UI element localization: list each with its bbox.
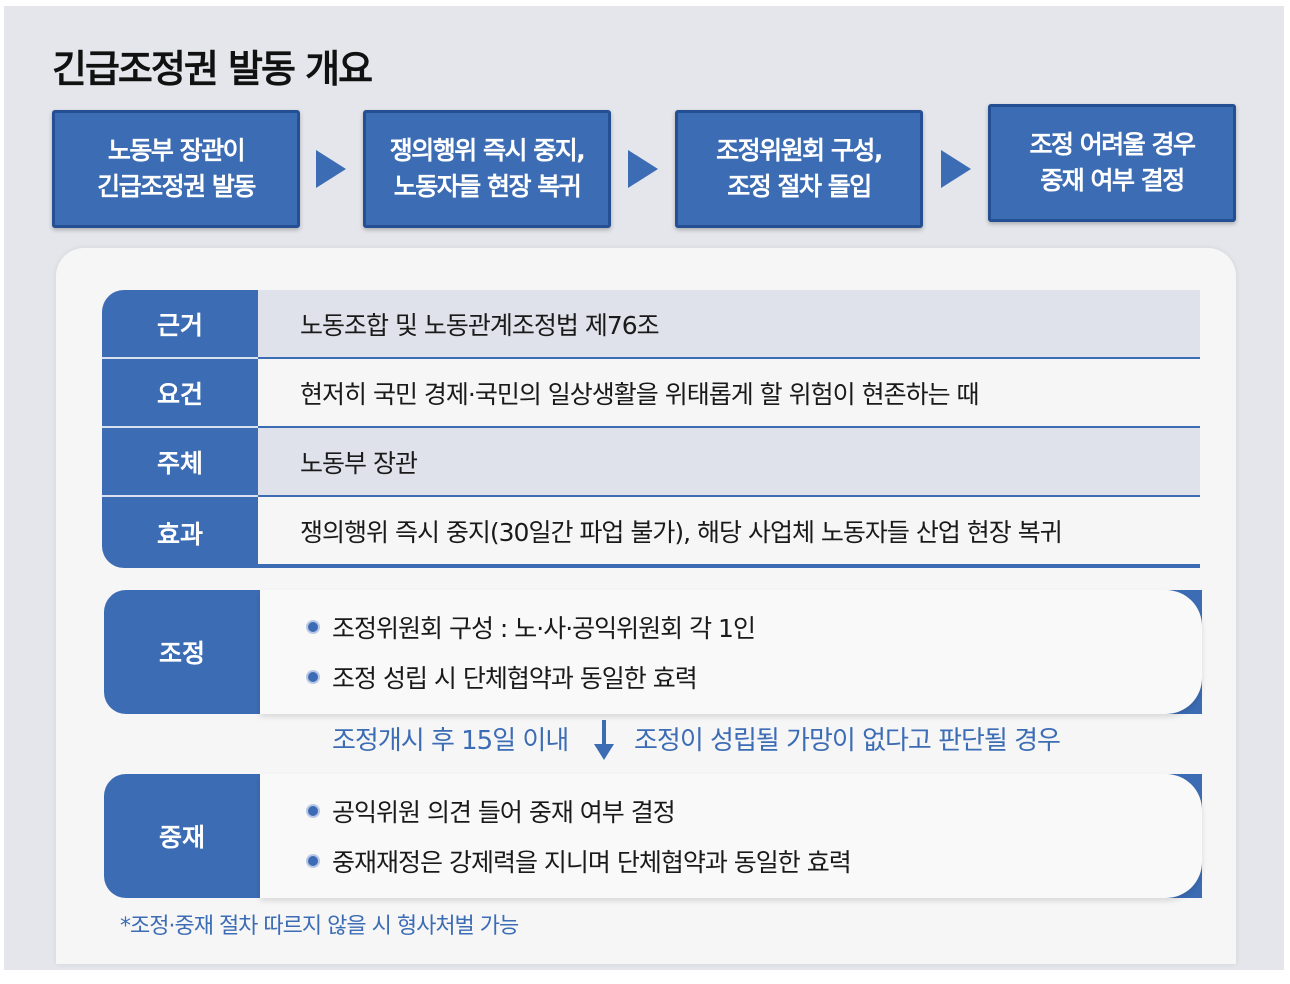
arbitration-body: 공익위원 의견 들어 중재 여부 결정 중재재정은 강제력을 지니며 단체협약과…: [260, 774, 1202, 898]
row-value: 현저히 국민 경제·국민의 일상생활을 위태롭게 할 위험이 현존하는 때: [258, 359, 1200, 428]
arbitration-item: 중재재정은 강제력을 지니며 단체협약과 동일한 효력: [332, 848, 852, 877]
table-row: 효과 쟁의행위 즉시 중지(30일간 파업 불가), 해당 사업체 노동자들 산…: [102, 497, 1200, 568]
row-label: 주체: [102, 428, 258, 497]
mediation-box: 조정 조정위원회 구성 : 노·사·공익위원회 각 1인 조정 성립 시 단체협…: [104, 590, 1202, 714]
step-label-1: 노동부 장관이 긴급조정권 발동: [97, 136, 256, 201]
arbitration-box: 중재 공익위원 의견 들어 중재 여부 결정 중재재정은 강제력을 지니며 단체…: [104, 774, 1202, 898]
list-item: 조정위원회 구성 : 노·사·공익위원회 각 1인: [306, 609, 1202, 645]
step-label-2: 쟁의행위 즉시 중지, 노동자들 현장 복귀: [389, 136, 586, 201]
mediation-label: 조정: [158, 639, 205, 668]
bullet-dot-icon: [306, 804, 320, 818]
connector-right-text: 조정이 성립될 가망이 없다고 판단될 경우: [634, 726, 1061, 756]
step-box-1: 노동부 장관이 긴급조정권 발동: [52, 110, 300, 228]
footnote: *조정·중재 절차 따르지 않을 시 형사처벌 가능: [120, 914, 519, 939]
arrow-down-icon: [594, 720, 614, 760]
step-box-4: 조정 어려울 경우 중재 여부 결정: [988, 104, 1236, 222]
row-label: 효과: [156, 519, 203, 549]
arrow-right-icon: [316, 150, 346, 188]
row-label: 근거: [102, 290, 258, 359]
table-row: 주체 노동부 장관: [102, 428, 1200, 497]
mediation-item: 조정 성립 시 단체협약과 동일한 효력: [332, 664, 698, 693]
bullet-dot-icon: [306, 670, 320, 684]
row-value: 쟁의행위 즉시 중지(30일간 파업 불가), 해당 사업체 노동자들 산업 현…: [258, 497, 1200, 568]
arbitration-label: 중재: [158, 823, 205, 852]
mediation-item: 조정위원회 구성 : 노·사·공익위원회 각 1인: [332, 614, 756, 643]
list-item: 공익위원 의견 들어 중재 여부 결정: [306, 793, 1202, 829]
list-item: 조정 성립 시 단체협약과 동일한 효력: [306, 659, 1202, 695]
connector-left-text: 조정개시 후 15일 이내: [332, 726, 569, 756]
bullet-dot-icon: [306, 854, 320, 868]
row-label: 요건: [102, 359, 258, 428]
step-label-3: 조정위원회 구성, 조정 절차 돌입: [716, 136, 883, 201]
page-title: 긴급조정권 발동 개요: [52, 47, 373, 91]
arrow-right-icon: [628, 150, 658, 188]
arbitration-item: 공익위원 의견 들어 중재 여부 결정: [332, 798, 676, 827]
step-label-4: 조정 어려울 경우 중재 여부 결정: [1029, 130, 1196, 195]
row-value: 노동조합 및 노동관계조정법 제76조: [258, 290, 1200, 359]
mediation-body: 조정위원회 구성 : 노·사·공익위원회 각 1인 조정 성립 시 단체협약과 …: [260, 590, 1202, 714]
bullet-dot-icon: [306, 620, 320, 634]
row-value: 노동부 장관: [258, 428, 1200, 497]
arrow-right-icon: [941, 150, 971, 188]
table-row: 요건 현저히 국민 경제·국민의 일상생활을 위태롭게 할 위험이 현존하는 때: [102, 359, 1200, 428]
list-item: 중재재정은 강제력을 지니며 단체협약과 동일한 효력: [306, 843, 1202, 879]
info-table: 근거 노동조합 및 노동관계조정법 제76조 요건 현저히 국민 경제·국민의 …: [102, 290, 1200, 568]
step-box-3: 조정위원회 구성, 조정 절차 돌입: [675, 110, 923, 228]
step-box-2: 쟁의행위 즉시 중지, 노동자들 현장 복귀: [363, 110, 611, 228]
table-row: 근거 노동조합 및 노동관계조정법 제76조: [102, 290, 1200, 359]
